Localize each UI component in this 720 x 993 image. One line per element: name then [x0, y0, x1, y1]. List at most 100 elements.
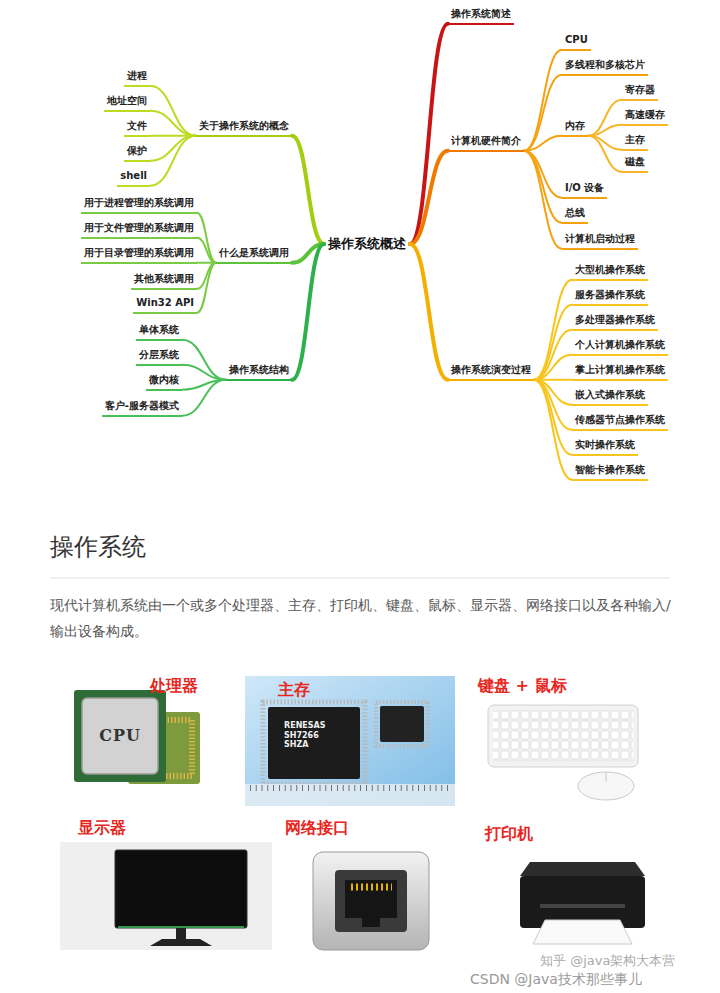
topic-text: Win32 API [136, 297, 194, 308]
branch-connector [292, 244, 324, 380]
image-caption: 主存 [278, 680, 310, 701]
topic-text: 计算机硬件简介 [451, 135, 521, 146]
mouse [578, 772, 634, 800]
printer-slot [540, 904, 625, 908]
branch-topic: 分层系统 [136, 348, 182, 366]
memory-photo-ground [245, 676, 455, 806]
branch-connector [182, 340, 226, 380]
branch-topic: 大型机操作系统 [572, 263, 648, 281]
mouse-button-line [606, 773, 607, 782]
topic-text: CPU [565, 34, 588, 45]
topic-text: 传感器节点操作系统 [575, 414, 665, 425]
port-frame [335, 870, 407, 932]
ruler-ticks [250, 785, 452, 791]
branch-connector [150, 111, 196, 136]
watermark: CSDN @Java技术那些事儿 [470, 971, 642, 989]
monitor-base [150, 939, 212, 946]
topic-text: 用于目录管理的系统调用 [84, 247, 194, 258]
topic-text: 操作系统概述 [328, 236, 406, 251]
branch-topic: 多处理器操作系统 [572, 313, 658, 331]
branch-connector [197, 238, 216, 263]
topic-text: 掌上计算机操作系统 [575, 364, 665, 375]
monitor-screen [115, 850, 247, 928]
branch-connector [524, 151, 562, 198]
branch-topic: 操作系统简述 [448, 7, 514, 25]
branch-topic: 计算机硬件简介 [448, 134, 524, 152]
branch-topic: 掌上计算机操作系统 [572, 363, 668, 381]
topic-text: 服务器操作系统 [575, 289, 645, 300]
topic-text: 个人计算机操作系统 [575, 339, 665, 350]
image-caption: 键盘 + 鼠标 [478, 676, 567, 697]
topic-text: I/O 设备 [565, 182, 604, 193]
keyboard-body [488, 705, 638, 767]
branch-topic: 磁盘 [622, 155, 648, 173]
topic-text: 总线 [565, 207, 585, 218]
branch-topic: 个人计算机操作系统 [572, 338, 668, 356]
topic-text: 关于操作系统的概念 [199, 120, 289, 131]
topic-text: 保护 [127, 145, 147, 156]
branch-connector [524, 151, 562, 223]
topic-text: 地址空间 [107, 95, 147, 106]
branch-connector [534, 380, 572, 480]
section-divider [50, 578, 670, 579]
branch-topic: 进程 [124, 69, 150, 87]
branch-connector [524, 136, 562, 151]
branch-connector [534, 355, 572, 380]
branch-connector [588, 100, 622, 136]
branch-topic: I/O 设备 [562, 181, 607, 199]
branch-connector [197, 213, 216, 263]
branch-connector [534, 280, 572, 380]
monitor-neck [176, 928, 186, 939]
branch-topic: 传感器节点操作系统 [572, 413, 668, 431]
topic-text: 磁盘 [625, 156, 645, 167]
topic-text: 寄存器 [625, 84, 655, 95]
branch-topic: 操作系统演变过程 [448, 363, 534, 381]
branch-connector [182, 380, 226, 416]
branch-topic: 用于文件管理的系统调用 [81, 221, 197, 239]
branch-topic: 文件 [124, 119, 150, 137]
topic-text: 主存 [625, 134, 645, 145]
topic-text: 计算机启动过程 [565, 233, 635, 244]
chip-pins [263, 702, 365, 784]
branch-topic: Win32 API [133, 296, 197, 314]
branch-connector [524, 50, 562, 151]
branch-topic: 高速缓存 [622, 108, 668, 126]
branch-connector [588, 136, 622, 172]
chip-pins [376, 702, 428, 746]
body-paragraph: 现代计算机系统由一个或多个处理器、主存、打印机、键盘、鼠标、显示器、网络接口以及… [50, 592, 675, 644]
branch-connector [524, 75, 562, 151]
branch-connector [534, 380, 572, 455]
printer-paper [533, 920, 632, 944]
branch-topic: 保护 [124, 144, 150, 162]
topic-text: 内存 [565, 120, 585, 131]
branch-connector [150, 136, 196, 186]
topic-text: shell [120, 170, 147, 181]
branch-topic: 服务器操作系统 [572, 288, 648, 306]
ruler [245, 784, 455, 806]
topic-text: 文件 [127, 120, 147, 131]
branch-connector [534, 305, 572, 380]
topic-text: 实时操作系统 [575, 439, 635, 450]
topic-text: 进程 [127, 70, 147, 81]
cpu-heat-spreader [82, 698, 158, 774]
branch-topic: 嵌入式操作系统 [572, 388, 648, 406]
topic-text: 分层系统 [139, 349, 179, 360]
branch-topic: 操作系统结构 [226, 363, 292, 381]
cpu-board [74, 690, 166, 782]
topic-text: 操作系统结构 [229, 364, 289, 375]
branch-connector [292, 136, 324, 244]
branch-topic: 什么是系统调用 [216, 246, 292, 264]
port-tab [362, 918, 380, 927]
topic-text: 用于文件管理的系统调用 [84, 222, 194, 233]
branch-connector [410, 244, 448, 380]
small-chip [380, 706, 424, 742]
branch-connector [150, 136, 196, 161]
branch-topic: 多线程和多核芯片 [562, 58, 648, 76]
branch-topic: 微内核 [146, 373, 182, 391]
topic-text: 其他系统调用 [134, 273, 194, 284]
branch-topic: 内存 [562, 119, 588, 137]
monitor-glow [118, 926, 244, 928]
branch-topic: 关于操作系统的概念 [196, 119, 292, 137]
port-opening [345, 880, 397, 918]
